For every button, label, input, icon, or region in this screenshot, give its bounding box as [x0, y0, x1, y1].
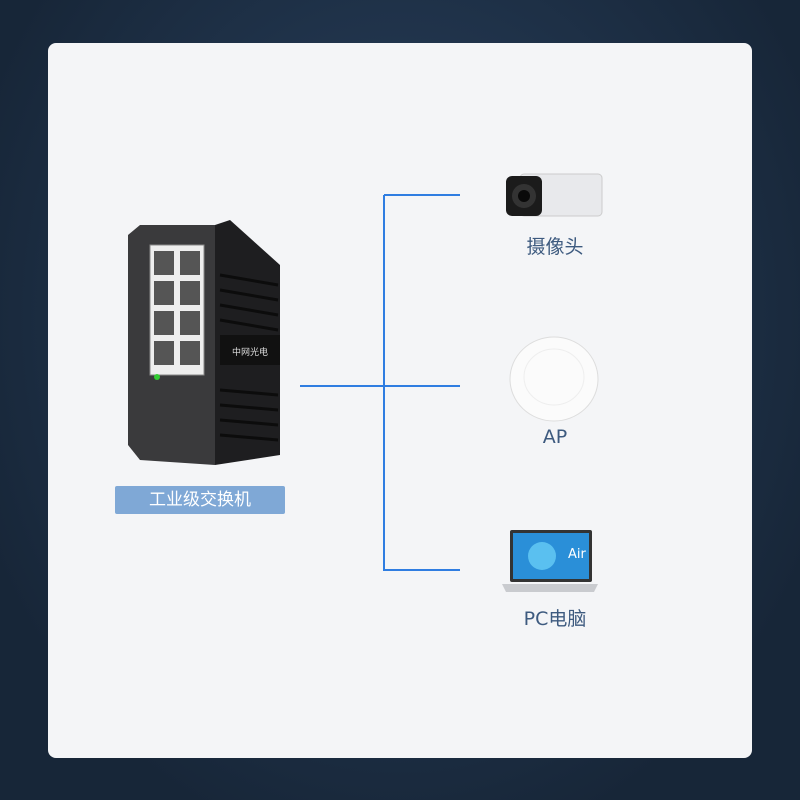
trunk-line — [300, 385, 384, 387]
branch-line-ap — [384, 385, 460, 387]
laptop-icon: Air — [502, 530, 598, 592]
device-label-pc: PC电脑 — [523, 608, 587, 630]
access-point-icon — [509, 336, 599, 422]
switch-label: 工业级交换机 — [115, 486, 285, 514]
svg-text:Air: Air — [568, 547, 587, 562]
industrial-switch-image: 中网光电 — [128, 220, 280, 465]
camera-icon — [506, 173, 603, 217]
device-label-ap: AP — [542, 426, 568, 448]
branch-line-pc — [384, 569, 460, 571]
device-label-camera: 摄像头 — [526, 236, 584, 258]
bus-line — [383, 195, 385, 571]
svg-text:中网光电: 中网光电 — [232, 346, 268, 358]
branch-line-camera — [384, 194, 460, 196]
